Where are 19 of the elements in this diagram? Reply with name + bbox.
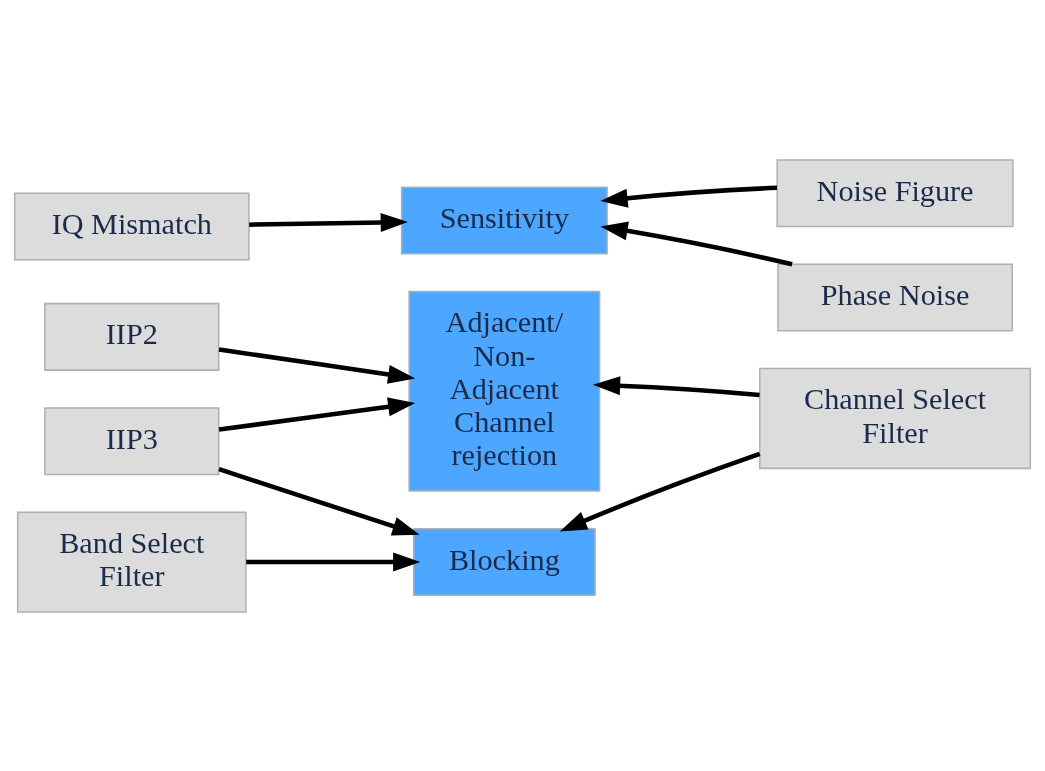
arrow (592, 375, 760, 397)
node-box: Phase Noise (777, 263, 1013, 332)
node-box: Band Select Filter (16, 510, 247, 613)
arrow (218, 396, 416, 432)
node-box: Noise Figure (776, 158, 1014, 227)
arrow (600, 220, 793, 266)
arrow (218, 466, 420, 535)
node-box: IIP3 (44, 406, 220, 475)
node-box: Blocking (412, 527, 596, 596)
node-box: Adjacent/ Non- Adjacent Channel rejection (408, 290, 601, 492)
arrow (246, 552, 421, 572)
node-box: Sensitivity (400, 186, 608, 254)
arrow (218, 346, 416, 384)
arrow (559, 451, 761, 531)
arrow (249, 212, 408, 232)
node-box: Channel Select Filter (759, 367, 1032, 469)
arrow (600, 185, 778, 208)
node-box: IIP2 (44, 302, 220, 371)
node-box: IQ Mismatch (13, 192, 250, 261)
